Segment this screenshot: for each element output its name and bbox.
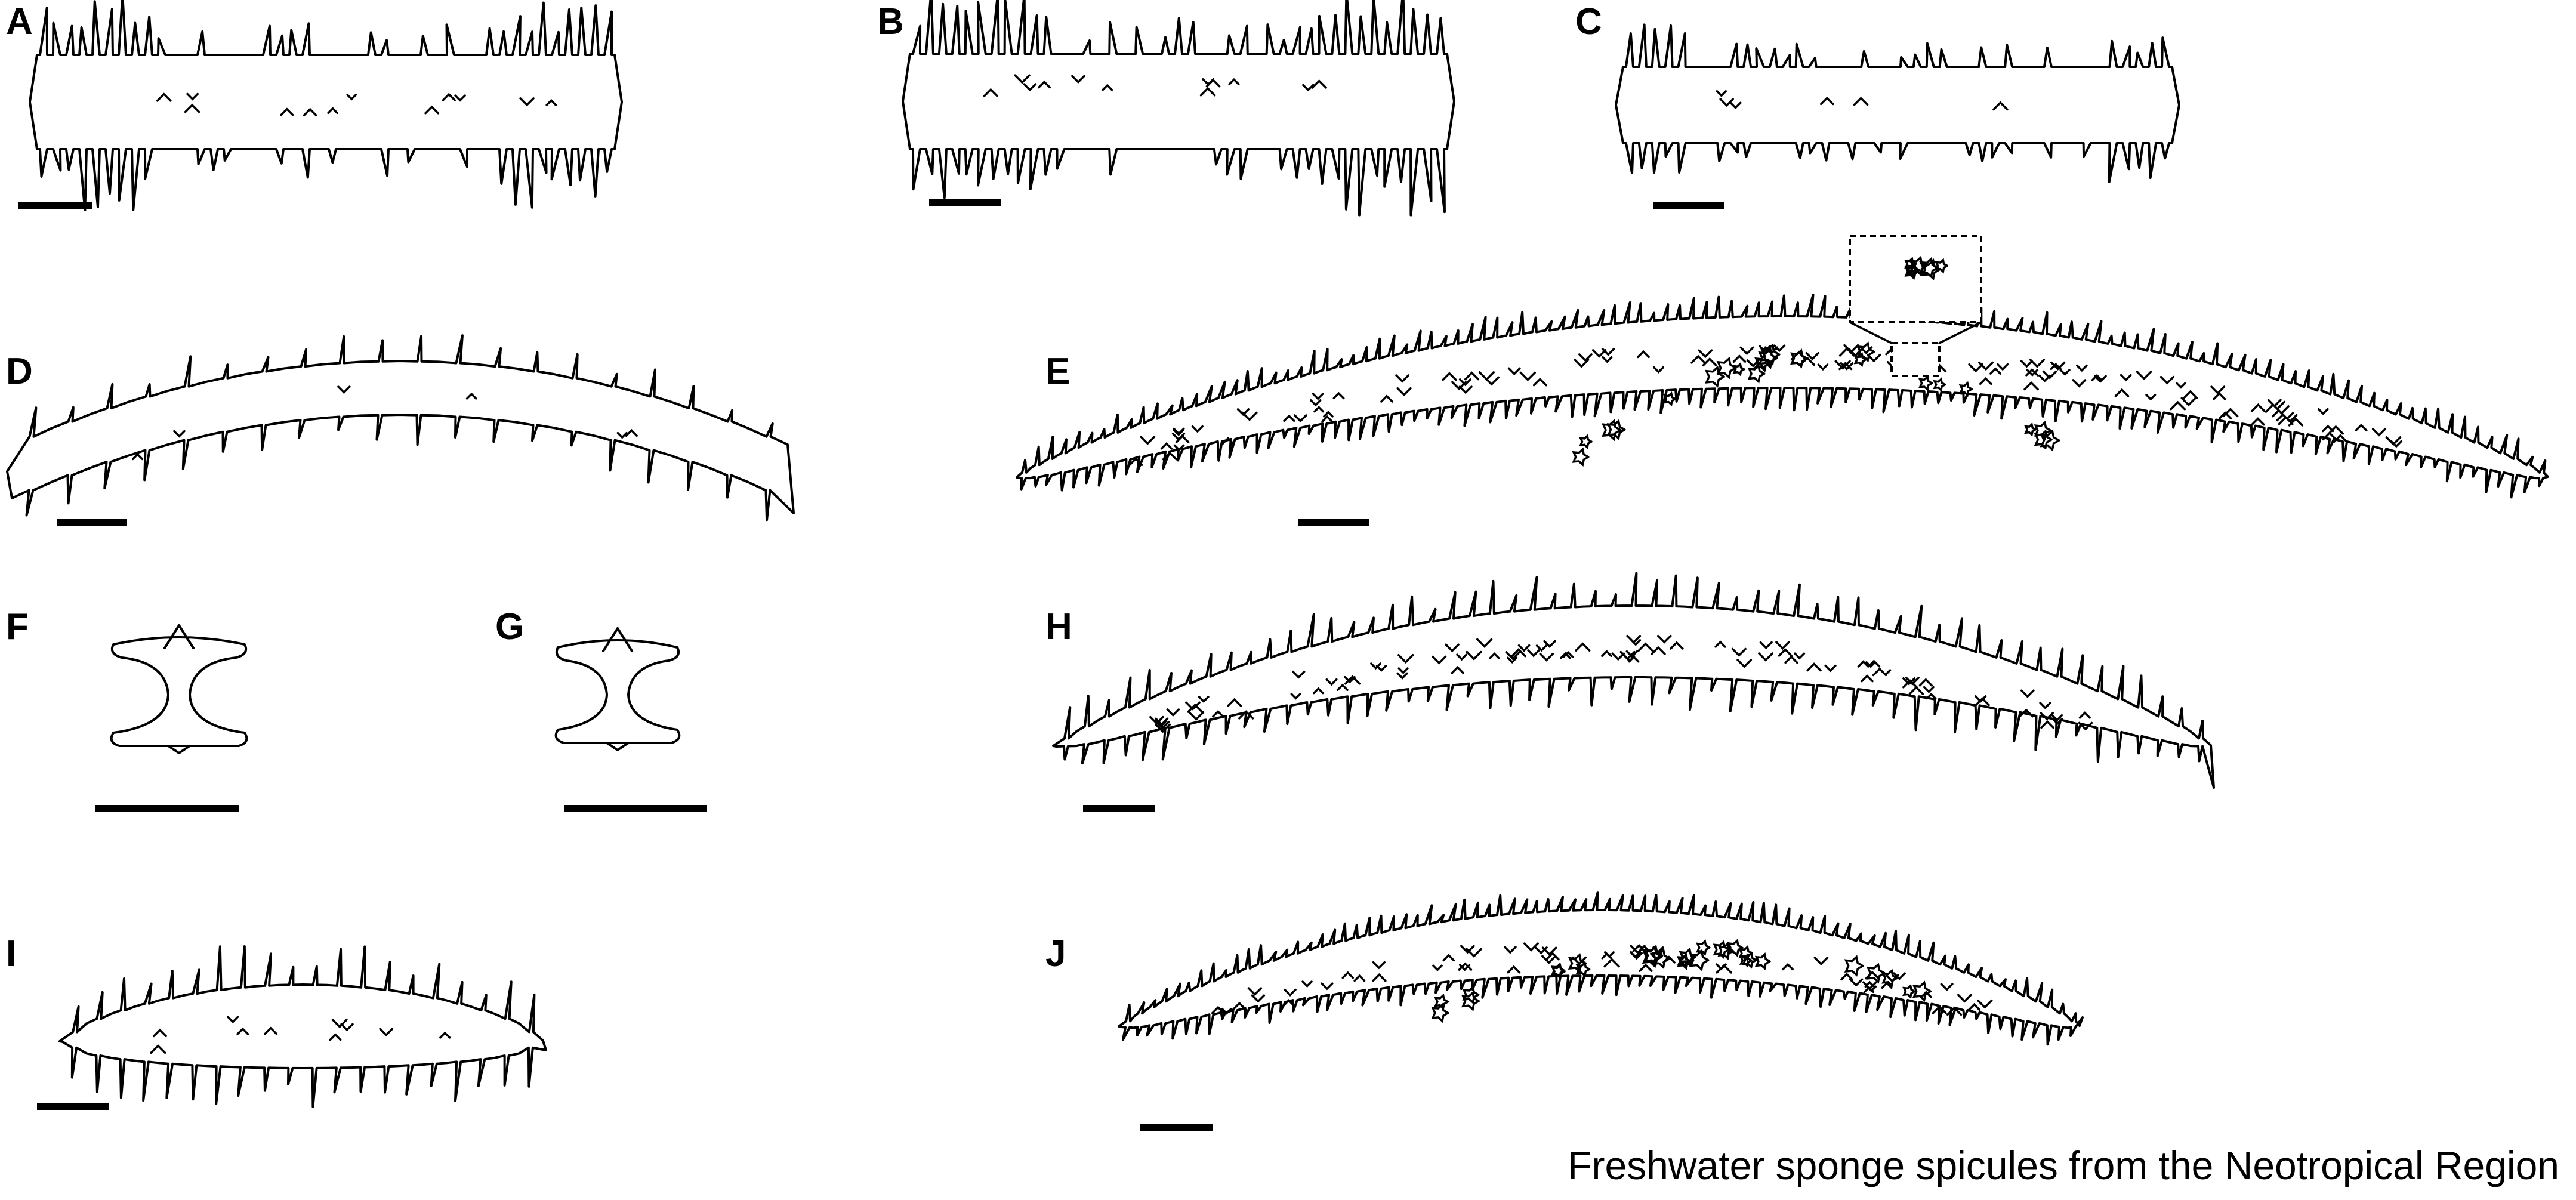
inset-source-box [1890, 342, 1941, 377]
panel-label-e: E [1045, 351, 1070, 392]
inset-connector-left [1849, 321, 1893, 344]
inset-box [1849, 235, 1982, 323]
spicule-h-ornaments [1149, 634, 2093, 733]
spicule-d-ornaments [131, 385, 638, 461]
panel-label-g: G [495, 606, 525, 647]
spicule-g [554, 639, 681, 744]
spicule-c [1615, 23, 2180, 183]
spicule-i [58, 945, 547, 1108]
inset-tubercle [1904, 255, 1949, 281]
panel-label-j: J [1045, 933, 1066, 974]
spicule-b-ornaments [983, 74, 1327, 97]
panel-label-f: F [6, 606, 29, 647]
panel-label-h: H [1045, 606, 1072, 647]
panel-label-i: I [6, 933, 17, 974]
spicule-j-stars [1431, 939, 1932, 1023]
spicule-j [1118, 891, 2084, 1046]
figure-caption: Freshwater sponge spicules from the Neot… [1568, 1143, 2559, 1187]
panel-label-c: C [1575, 1, 1602, 42]
spicule-b [902, 0, 1455, 217]
panel-label-a: A [6, 1, 33, 42]
spicule-f [110, 636, 248, 747]
spicule-d [6, 334, 795, 522]
inset-connector-right [1938, 321, 1982, 344]
spicule-f-base-tip [167, 745, 191, 754]
spicule-i-ornaments [150, 1016, 451, 1054]
spicule-e-stars [1572, 341, 2060, 467]
panel-label-b: B [877, 1, 904, 42]
spicule-e [1016, 293, 2549, 499]
spicule-g-apex [602, 627, 633, 652]
panel-label-d: D [6, 351, 33, 392]
spicule-a-ornaments [156, 92, 557, 116]
spicule-g-base-tip [606, 742, 630, 751]
spicule-a [29, 0, 623, 212]
spicule-c-ornaments [1716, 90, 2009, 111]
spicule-f-apex [163, 624, 195, 649]
spicule-h [1052, 572, 2215, 789]
